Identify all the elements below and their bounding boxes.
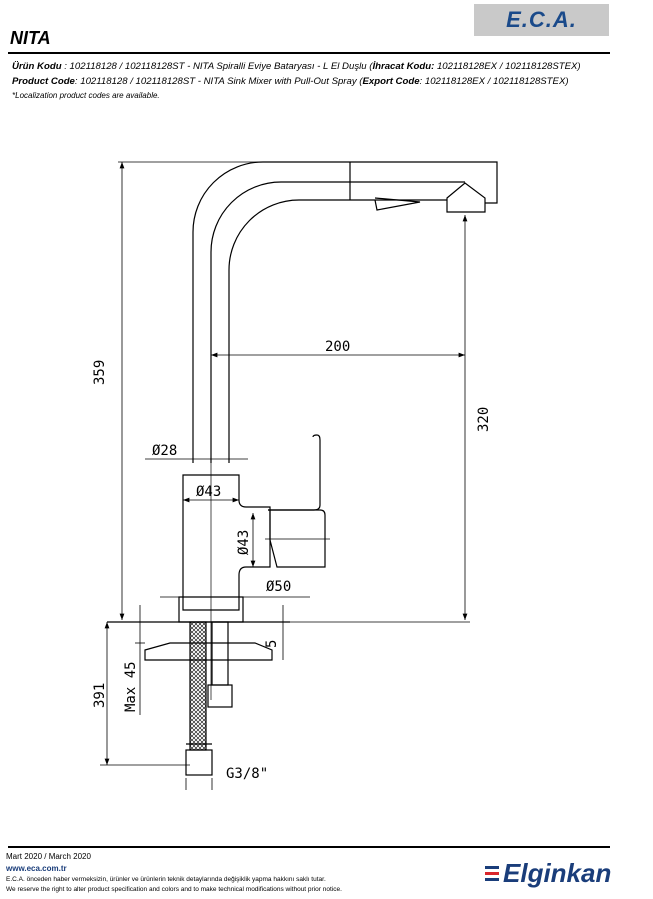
- page-title: NITA: [10, 28, 51, 48]
- english-product-code: Product Code: 102118128 / 102118128ST - …: [12, 76, 569, 87]
- localization-note: *Localization product codes are availabl…: [12, 91, 160, 100]
- eca-logo: E.C.A.: [474, 4, 609, 36]
- en-label: Product Code: [12, 76, 75, 87]
- footer-divider: [8, 846, 610, 848]
- date: Mart 2020 / March 2020: [6, 852, 91, 861]
- dim-spout-height: 320: [476, 407, 492, 432]
- eca-logo-text: E.C.A.: [506, 7, 577, 32]
- tr-export-label: İhracat Kodu:: [372, 61, 435, 72]
- website-link[interactable]: www.eca.com.tr: [6, 864, 67, 873]
- disclaimer-tr: E.C.A. önceden haber vermeksizin, ürünle…: [6, 876, 326, 883]
- dim-connection: G3/8": [226, 766, 268, 782]
- dim-base-dia: Ø50: [266, 579, 291, 595]
- dim-plate: 5: [264, 640, 280, 648]
- installation-parts: [107, 621, 290, 776]
- dimension-lines: [100, 161, 470, 790]
- header-divider: [8, 52, 610, 54]
- spout: [192, 161, 498, 463]
- tr-text: : 102118128 / 102118128ST - NITA Spirall…: [61, 61, 373, 72]
- turkish-product-code: Ürün Kodu : 102118128 / 102118128ST - NI…: [12, 61, 581, 72]
- disclaimer-en: We reserve the right to alter product sp…: [6, 886, 342, 893]
- tr-label: Ürün Kodu: [12, 61, 62, 72]
- elginkan-icon: [485, 866, 499, 882]
- tr-export: 102118128EX / 102118128STEX): [434, 61, 581, 72]
- en-text: : 102118128 / 102118128ST - NITA Sink Mi…: [74, 76, 363, 87]
- dim-body-dia: Ø43: [196, 484, 221, 500]
- elginkan-logo: Elginkan: [503, 858, 612, 888]
- en-export-label: Export Code: [362, 76, 420, 87]
- dim-max-thickness: Max 45: [123, 661, 139, 712]
- dim-reach: 200: [325, 339, 350, 355]
- dim-tube-dia: Ø28: [152, 443, 177, 459]
- dim-total-height: 359: [92, 360, 108, 385]
- dim-handle-dia: Ø43: [236, 530, 252, 555]
- en-export: : 102118128EX / 102118128STEX): [419, 76, 569, 87]
- dim-below-counter: 391: [92, 683, 108, 708]
